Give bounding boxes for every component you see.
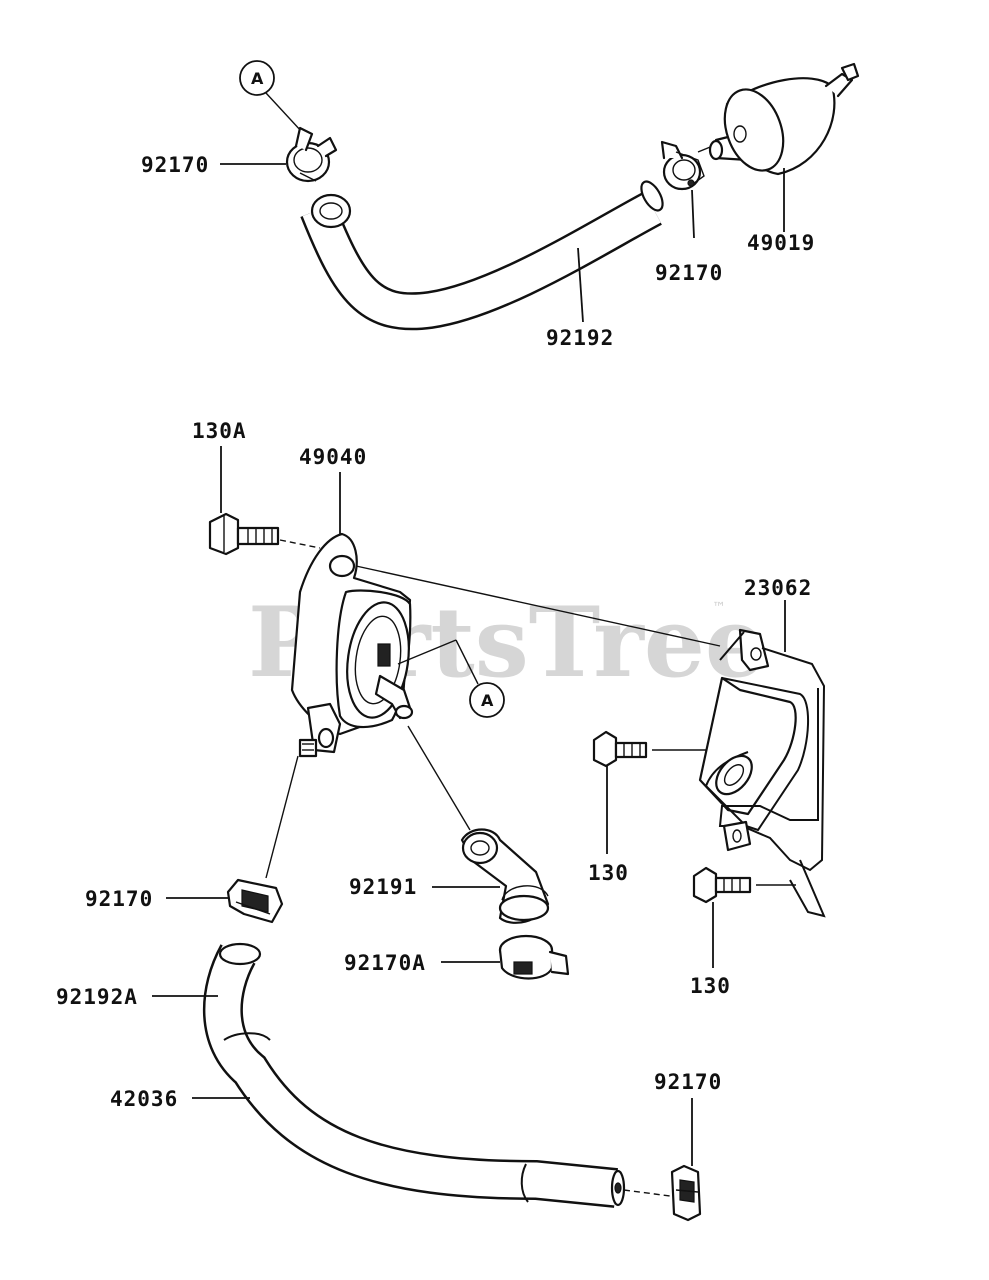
clamp-pump-outlet [226,878,284,924]
label-clamp-bottom: 92170 [654,1070,722,1094]
clamp-top-left [285,126,338,183]
hose-pump-inlet [460,828,550,924]
label-fuel-pump: 49040 [299,445,367,469]
watermark-trademark: ™ [712,600,726,616]
label-clamp-pump-inlet: 92170A [344,951,426,975]
bolt-pump [208,512,280,556]
label-bolt-bracket-upper: 130 [588,861,629,885]
clamp-pump-inlet [498,934,570,980]
clamp-top-right [660,140,705,191]
callout-a-pump-letter: A [481,691,494,710]
hose-lower [203,942,626,1208]
bolt-bracket-upper [592,730,648,768]
label-fuel-filter: 49019 [747,231,815,255]
bracket [698,628,826,918]
label-hose-pump-inlet: 92191 [349,875,417,899]
label-hose-protector: 42036 [110,1087,178,1111]
callout-a-top-letter: A [251,69,264,88]
label-clamp-top-left: 92170 [141,153,209,177]
fuel-pump [290,532,414,758]
label-bolt-pump: 130A [192,419,247,443]
callout-a-pump: A [397,639,505,718]
bolt-bracket-lower [692,866,752,904]
clamp-bottom [670,1164,702,1222]
label-bracket: 23062 [744,576,812,600]
label-bolt-bracket-lower: 130 [690,974,731,998]
label-hose-upper: 92192 [546,326,614,350]
fuel-filter [697,62,860,176]
label-clamp-pump-outlet: 92170 [85,887,153,911]
label-hose-lower: 92192A [56,985,138,1009]
hose-upper [300,180,664,331]
label-clamp-top-right: 92170 [655,261,723,285]
callout-a-top: A [239,60,303,133]
